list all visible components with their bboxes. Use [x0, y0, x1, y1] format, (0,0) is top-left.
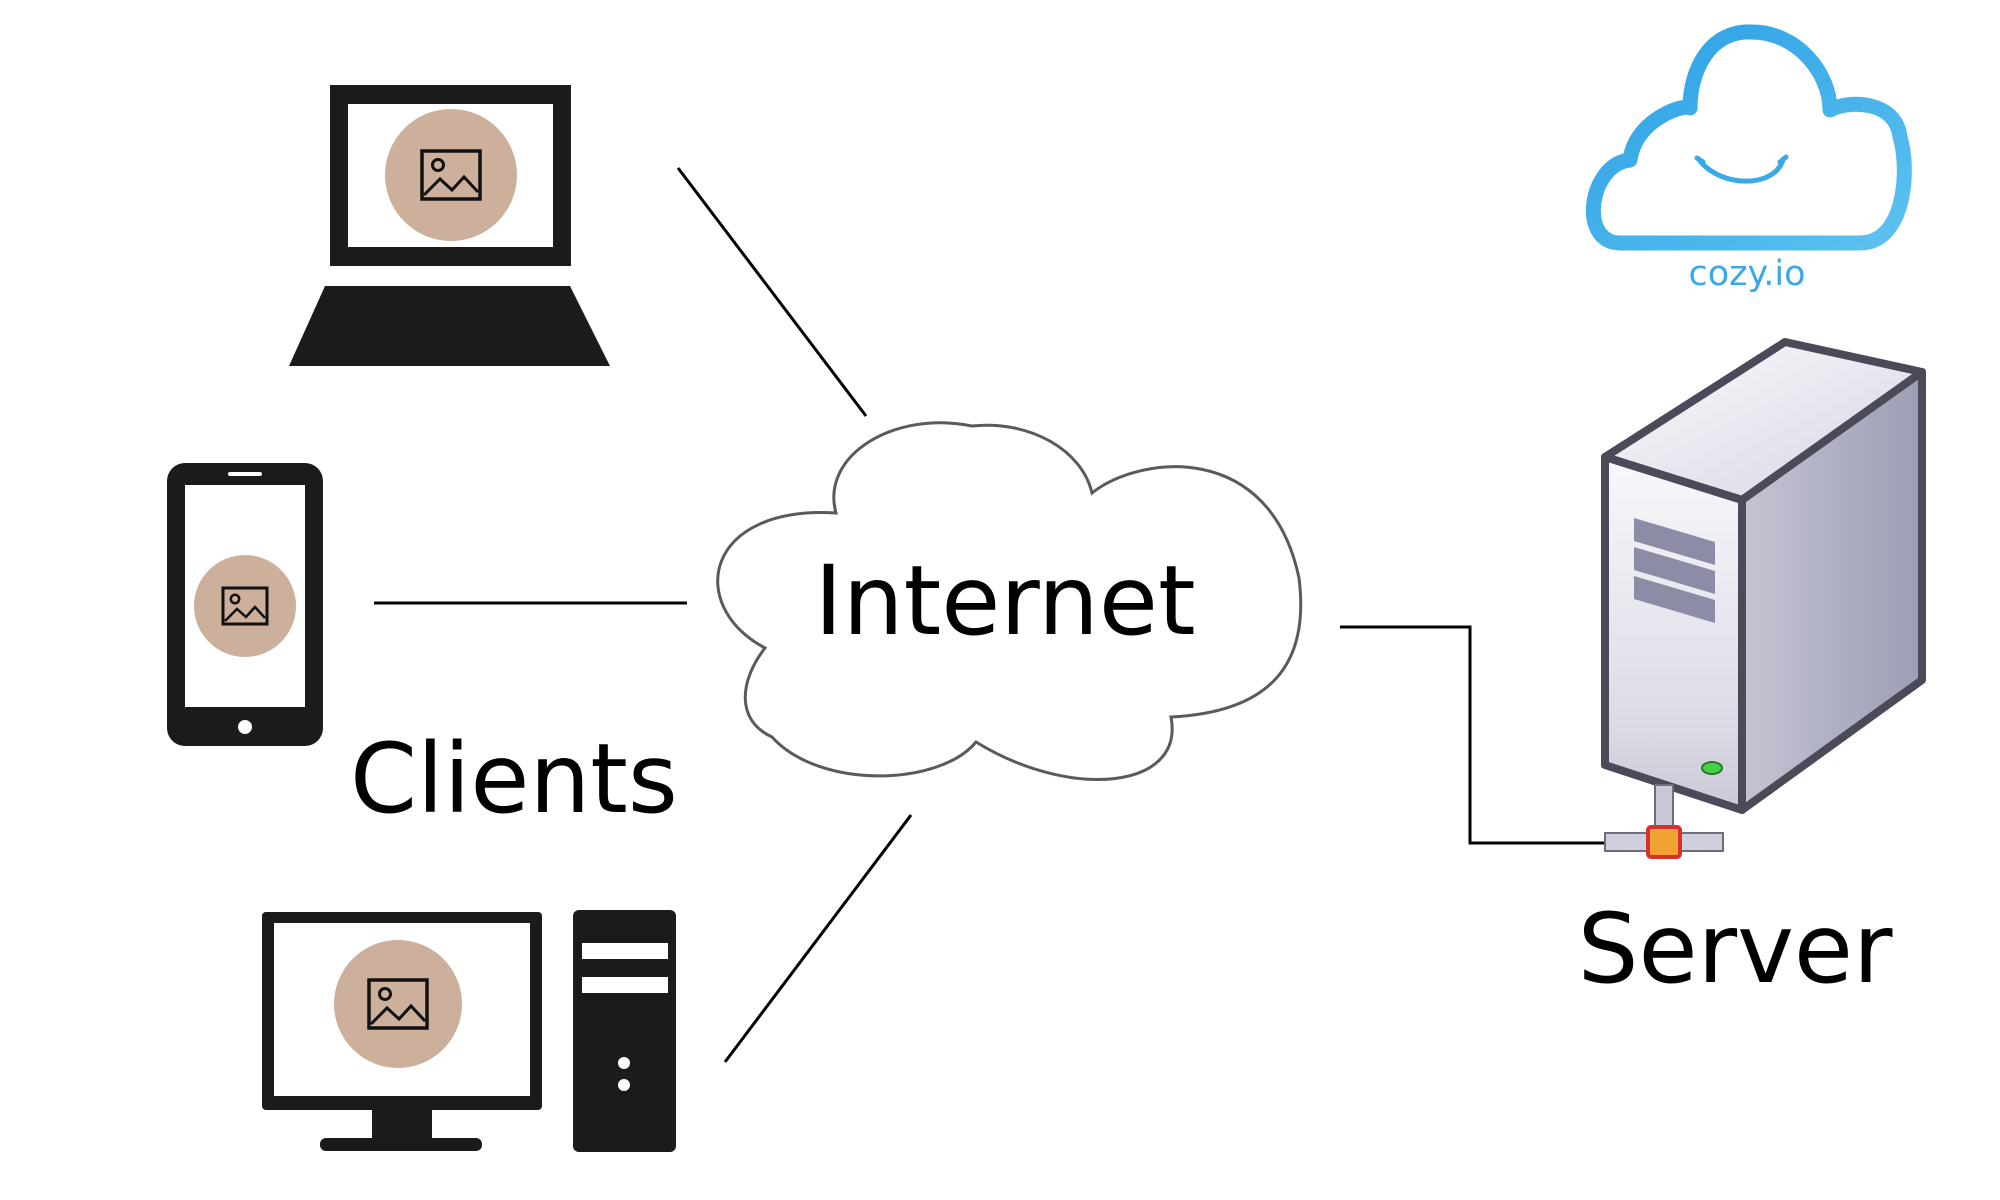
server-device	[1601, 338, 1926, 859]
image-placeholder-icon	[194, 555, 296, 657]
cozy-brand-label: cozy.io	[1688, 254, 1805, 294]
tower-power-button	[618, 1079, 630, 1091]
monitor-stand	[320, 1138, 482, 1151]
smartphone-home-button	[238, 720, 252, 734]
tower-drive-bay-2	[582, 977, 668, 993]
server-label: Server	[1578, 893, 1893, 1005]
laptop-connection-line	[676, 167, 868, 417]
cozy-smile-icon	[1697, 157, 1786, 184]
clients-label: Clients	[350, 723, 678, 835]
connection-lines	[374, 167, 1615, 1063]
tower-drive-bay-1	[582, 943, 668, 959]
server-front-face	[1601, 453, 1746, 814]
internet-label: Internet	[814, 545, 1195, 657]
server-connection-line	[1340, 625, 1615, 845]
server-drive-bay-3	[1634, 576, 1715, 623]
server-status-led	[1701, 761, 1723, 775]
server-drive-bay-1	[1634, 518, 1715, 565]
laptop-device	[289, 85, 610, 366]
internet-cloud-outline	[716, 421, 1303, 781]
tower-power-led	[618, 1057, 630, 1069]
cozy-logo: cozy.io	[1585, 24, 1912, 294]
internet-cloud: Internet	[716, 421, 1303, 781]
computer-tower	[573, 910, 676, 1152]
smartphone-speaker	[228, 472, 262, 476]
smartphone-device	[167, 463, 323, 746]
desktop-computer-device	[262, 910, 676, 1152]
image-placeholder-icon	[385, 109, 517, 241]
desktop-connection-line	[723, 814, 913, 1063]
cozy-cloud-icon	[1585, 24, 1912, 251]
laptop-keyboard-base	[289, 286, 610, 366]
cozy-smile-left-cap	[1694, 155, 1706, 165]
server-network-connector	[1646, 825, 1682, 859]
cozy-smile-right-cap	[1777, 154, 1789, 165]
image-placeholder-icon	[334, 940, 462, 1068]
server-drive-bay-2	[1634, 547, 1715, 594]
